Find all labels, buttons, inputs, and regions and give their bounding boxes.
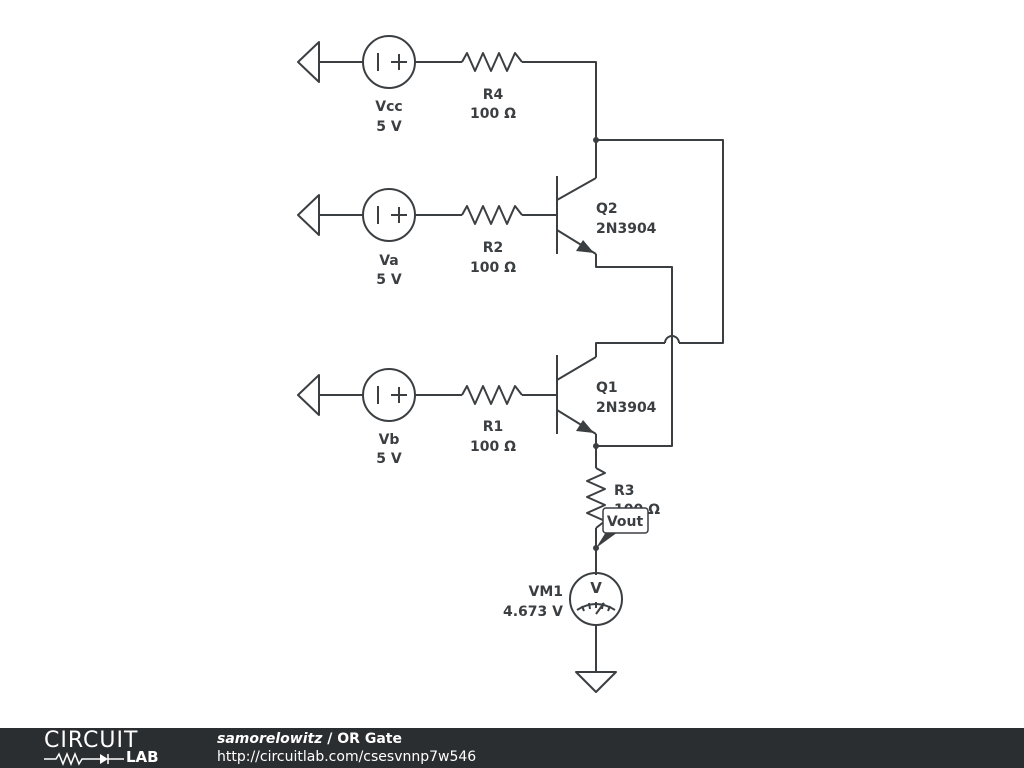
circuit-credit: samorelowitz / OR Gate http://circuitlab…	[217, 730, 476, 766]
wire	[596, 139, 724, 344]
r1-resistor[interactable]	[461, 385, 523, 405]
vcc-voltage-source[interactable]	[362, 35, 416, 89]
vm1-symbol: V	[590, 579, 602, 597]
credit-separator: /	[322, 731, 338, 747]
author-link[interactable]: samorelowitz	[217, 731, 323, 747]
circuit-title: OR Gate	[337, 731, 402, 747]
wire	[595, 342, 665, 357]
q2-name-label: Q2	[596, 201, 618, 217]
logo-text-circuit: CIRCUIT	[44, 728, 139, 753]
vb-name-label: Vb	[379, 432, 400, 448]
r2-name-label: R2	[483, 240, 504, 256]
vout-label-text: Vout	[607, 514, 644, 530]
wire	[595, 254, 673, 447]
r4-resistor[interactable]	[461, 52, 523, 72]
vout-net-label[interactable]: Vout	[596, 507, 649, 548]
q1-transistor[interactable]	[556, 355, 597, 435]
q2-value-label: 2N3904	[596, 221, 657, 237]
q2-transistor[interactable]	[556, 176, 597, 255]
vm1-value-label: 4.673 V	[503, 604, 563, 620]
vb-value-label: 5 V	[376, 451, 402, 467]
schematic-canvas: Vcc 5 V R4 100 Ω Va 5 V R2 100 Ω Q2 2N39…	[297, 35, 724, 693]
vm1-voltmeter[interactable]: V	[569, 572, 623, 626]
logo-text-lab: LAB	[126, 748, 159, 766]
wire	[522, 61, 597, 178]
va-value-label: 5 V	[376, 272, 402, 288]
va-ground-symbol[interactable]	[297, 194, 363, 236]
vb-ground-symbol[interactable]	[297, 374, 363, 416]
r3-resistor[interactable]	[586, 467, 606, 529]
r2-value-label: 100 Ω	[470, 260, 516, 276]
va-name-label: Va	[379, 253, 399, 269]
vm1-name-label: VM1	[528, 584, 563, 600]
logo-resistor-icon	[44, 752, 124, 766]
vcc-value-label: 5 V	[376, 119, 402, 135]
circuit-url-link[interactable]: http://circuitlab.com/csesvnnp7w546	[217, 749, 477, 765]
vcc-name-label: Vcc	[375, 99, 402, 115]
q1-name-label: Q1	[596, 380, 618, 396]
junction-dot	[593, 443, 599, 449]
vb-voltage-source[interactable]	[362, 368, 416, 422]
circuit-schematic: Vcc 5 V R4 100 Ω Va 5 V R2 100 Ω Q2 2N39…	[297, 35, 724, 693]
wire-crossing	[664, 335, 680, 344]
r1-name-label: R1	[483, 419, 504, 435]
r1-value-label: 100 Ω	[470, 439, 516, 455]
ground-symbol[interactable]	[575, 671, 617, 693]
footer-bar: CIRCUIT LAB samorelowitz / OR Gate http:…	[0, 728, 1024, 768]
r4-value-label: 100 Ω	[470, 106, 516, 122]
r3-name-label: R3	[614, 483, 635, 499]
circuitlab-logo[interactable]: CIRCUIT LAB	[44, 730, 174, 766]
vcc-ground-symbol[interactable]	[297, 41, 363, 83]
r4-name-label: R4	[483, 87, 504, 103]
va-voltage-source[interactable]	[362, 188, 416, 242]
q1-value-label: 2N3904	[596, 400, 657, 416]
r2-resistor[interactable]	[461, 205, 523, 225]
